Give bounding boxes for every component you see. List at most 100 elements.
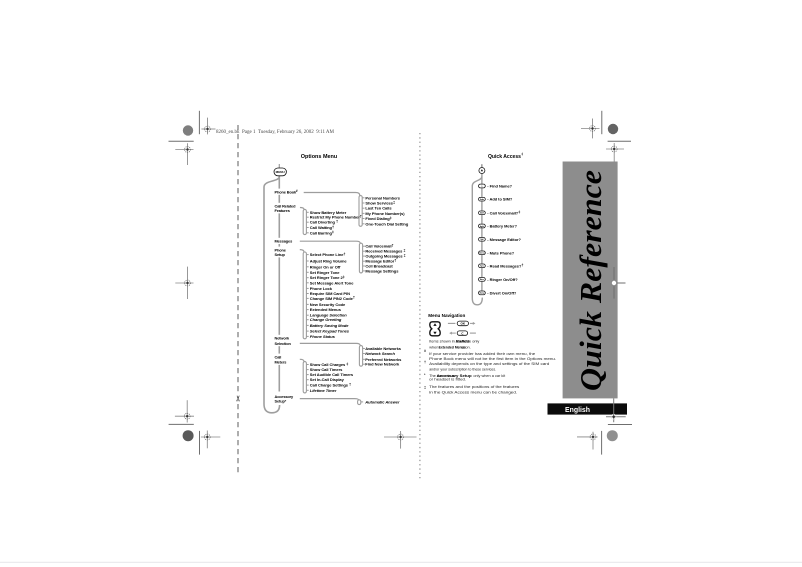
svg-text:Change SIM PIN2 Code†: Change SIM PIN2 Code† — [310, 296, 355, 301]
svg-text:and/or your subscription to th: and/or your subscription to these servic… — [429, 367, 496, 371]
svg-text:Italics: Italics — [456, 339, 470, 343]
svg-text:Set Message Alert Tone: Set Message Alert Tone — [310, 280, 354, 285]
svg-text:5jkl: 5jkl — [480, 239, 484, 241]
svg-text:Battery Saving Mode: Battery Saving Mode — [310, 323, 349, 328]
svg-text:Selection: Selection — [275, 341, 292, 346]
svg-text:New Security Code: New Security Code — [310, 302, 346, 307]
svg-text:- Battery Meter?: - Battery Meter? — [487, 224, 517, 229]
svg-text:- Divert On/Off?: - Divert On/Off? — [487, 290, 517, 295]
svg-text:Set In-Call Display: Set In-Call Display — [310, 377, 345, 382]
svg-text:One-Touch Dial Setting: One-Touch Dial Setting — [365, 221, 408, 226]
svg-text:Accessory Setup: Accessory Setup — [437, 374, 473, 378]
svg-text:or headset is fitted.: or headset is fitted. — [429, 378, 466, 382]
svg-text:3def: 3def — [480, 213, 484, 215]
svg-text:Message Settings: Message Settings — [365, 268, 399, 273]
svg-text:- Add to SIM?: - Add to SIM? — [487, 197, 513, 202]
svg-text:English: English — [565, 407, 590, 414]
svg-text:Call Voicemail†: Call Voicemail† — [365, 244, 393, 249]
svg-text:‡: ‡ — [424, 385, 426, 389]
svg-text:Set Audible Call Timers: Set Audible Call Timers — [310, 372, 354, 377]
svg-text:Set Ringer Tone 2‡: Set Ringer Tone 2‡ — [310, 275, 345, 280]
svg-text:Change Greeting: Change Greeting — [310, 317, 342, 322]
svg-text:8tuv: 8tuv — [480, 278, 485, 281]
svg-text:*: * — [424, 373, 426, 377]
svg-text:- Find Name?: - Find Name? — [487, 184, 512, 189]
svg-text:is on.: is on. — [462, 345, 471, 349]
svg-text:2abc: 2abc — [480, 199, 485, 201]
svg-text:Last Ten Calls: Last Ten Calls — [365, 206, 392, 211]
svg-text:Features: Features — [275, 208, 290, 213]
svg-text:Phone: Phone — [275, 247, 287, 252]
svg-text:Extended Menus: Extended Menus — [439, 345, 466, 349]
svg-text:Setup: Setup — [275, 252, 286, 257]
svg-text:Meters: Meters — [275, 360, 287, 365]
svg-text:Message Editor†: Message Editor† — [365, 259, 396, 264]
svg-text:Call Barring‡: Call Barring‡ — [310, 230, 334, 235]
svg-text:Lifetime Timer: Lifetime Timer — [310, 388, 337, 393]
svg-text:Phone Book menu will not be th: Phone Book menu will not be the first it… — [429, 357, 556, 361]
svg-text:Available Networks: Available Networks — [365, 346, 401, 351]
svg-text:7prs: 7prs — [480, 266, 485, 268]
svg-text:when: when — [429, 345, 438, 349]
svg-text:Show Services‡: Show Services‡ — [365, 200, 395, 205]
svg-text:Select Phone Line†: Select Phone Line† — [310, 252, 346, 257]
svg-text:Set Ringer Tone: Set Ringer Tone — [310, 270, 340, 275]
svg-text:Received Messages ‡: Received Messages ‡ — [365, 249, 405, 254]
svg-text:Call Diverting †: Call Diverting † — [310, 220, 338, 225]
svg-text:Setup*: Setup* — [275, 399, 287, 404]
svg-text:Cell Broadcast: Cell Broadcast — [365, 263, 393, 268]
svg-text:Extended Menus: Extended Menus — [310, 307, 342, 312]
svg-text:‡: ‡ — [521, 152, 523, 156]
svg-text:Automatic Answer: Automatic Answer — [364, 399, 400, 404]
svg-text:Call Waiting†: Call Waiting† — [310, 225, 334, 230]
svg-text:Restrict My Phone Number†: Restrict My Phone Number† — [310, 215, 362, 220]
svg-text:Network Search: Network Search — [365, 351, 395, 356]
svg-text:#: # — [296, 189, 298, 193]
svg-text:only when a car kit: only when a car kit — [473, 374, 506, 378]
svg-text:menu is av: menu is av — [437, 374, 456, 378]
svg-text:Network: Network — [275, 336, 290, 341]
svg-text:- Mute Phone?: - Mute Phone? — [487, 250, 514, 255]
svg-text:6mno: 6mno — [479, 253, 485, 255]
svg-text:✂: ✂ — [234, 395, 243, 402]
svg-text:Quick Reference: Quick Reference — [573, 170, 608, 391]
svg-text:9wxy: 9wxy — [480, 293, 486, 295]
svg-text:Show Call Charges ‡: Show Call Charges ‡ — [310, 362, 349, 367]
svg-text:Messages: Messages — [275, 239, 293, 244]
svg-text:#: # — [424, 349, 426, 353]
svg-text:Fixed Dialing‡: Fixed Dialing‡ — [365, 216, 391, 221]
svg-text:Accessory: Accessory — [275, 394, 295, 399]
svg-text:Select Keypad Tones: Select Keypad Tones — [310, 329, 350, 334]
svg-text:Phone Status: Phone Status — [310, 334, 336, 339]
svg-text:Show Battery Meter: Show Battery Meter — [310, 210, 347, 215]
svg-text:Items shown in: Items shown in — [429, 339, 455, 343]
svg-text:Find New Network: Find New Network — [365, 362, 400, 367]
svg-text:in the Quick Access menu can b: in the Quick Access menu can be changed. — [429, 390, 517, 394]
svg-text:Ringer On or Off: Ringer On or Off — [310, 264, 341, 269]
svg-text:Options Menu: Options Menu — [301, 154, 338, 160]
svg-text:Phone Book: Phone Book — [275, 189, 297, 194]
svg-text:†: † — [424, 360, 426, 364]
svg-text:Personal Numbers: Personal Numbers — [365, 195, 400, 200]
svg-text:Require SIM Card PIN: Require SIM Card PIN — [310, 291, 350, 296]
svg-text:available only: available only — [456, 339, 479, 343]
svg-text:The: The — [429, 374, 436, 378]
svg-text:Call: Call — [275, 354, 282, 359]
svg-text:The features and the positions: The features and the positions of the fe… — [429, 385, 519, 389]
svg-text:Language Selection: Language Selection — [310, 313, 347, 318]
svg-text:- Read Messages?†: - Read Messages?† — [487, 263, 523, 268]
svg-text:Quick Access: Quick Access — [488, 154, 521, 160]
svg-text:OK: OK — [461, 322, 467, 326]
svg-text:Call Charge Settings †: Call Charge Settings † — [310, 382, 351, 387]
svg-text:If your service provider has a: If your service provider has added their… — [429, 352, 535, 356]
svg-text:MENU: MENU — [276, 171, 285, 174]
svg-text:C: C — [461, 331, 464, 335]
svg-text:Menu Navigation: Menu Navigation — [428, 313, 465, 318]
svg-text:Call Related: Call Related — [275, 204, 297, 209]
svg-text:8260_en.bk Page 1 Tuesday, F: 8260_en.bk Page 1 Tuesday, February 26, … — [216, 129, 334, 135]
svg-text:Outgoing Messages ‡: Outgoing Messages ‡ — [365, 253, 405, 258]
svg-text:Adjust Ring Volume: Adjust Ring Volume — [310, 258, 348, 263]
svg-text:- Ringer On/Off?: - Ringer On/Off? — [487, 277, 518, 282]
svg-text:4ghi: 4ghi — [480, 225, 484, 228]
svg-text:1: 1 — [481, 186, 483, 188]
